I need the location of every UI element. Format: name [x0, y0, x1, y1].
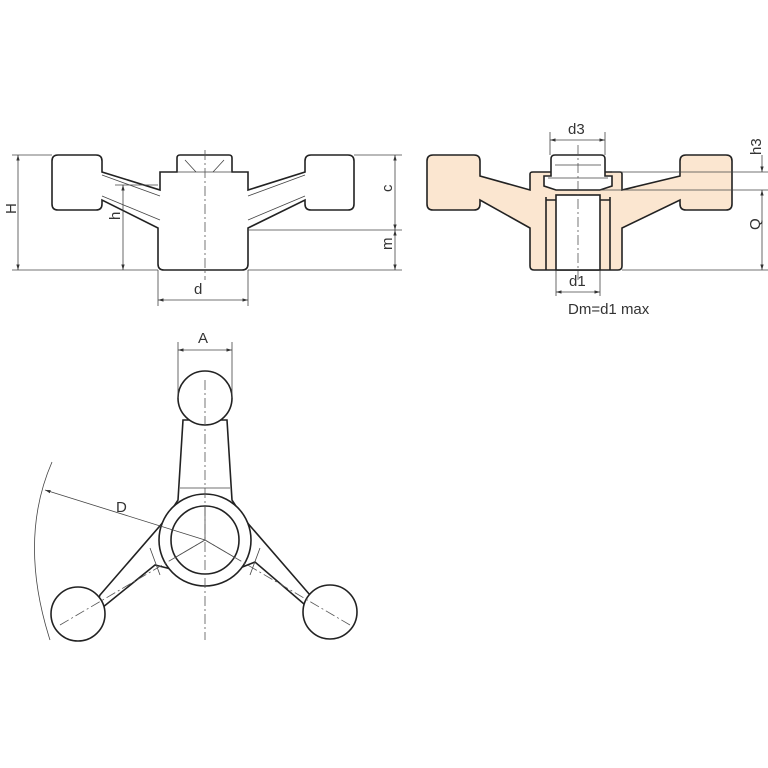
top-view: A D: [34, 330, 358, 642]
dim-label-c: c: [379, 184, 396, 192]
dim-label-d3: d3: [568, 121, 585, 138]
side-view: H h c m d: [3, 150, 402, 306]
dim-label-d1: d1: [569, 273, 586, 290]
dim-label-d: d: [194, 281, 202, 298]
section-view: d3 h3 Q d1 Dm=d1 max: [426, 121, 768, 318]
dim-label-H: H: [3, 203, 20, 214]
dim-label-h: h: [107, 212, 124, 220]
note-dm: Dm=d1 max: [568, 301, 650, 318]
dim-label-Q: Q: [747, 218, 764, 230]
dim-label-A: A: [198, 330, 208, 347]
dim-label-m: m: [379, 238, 396, 251]
dim-label-D: D: [116, 499, 127, 516]
dim-label-h3: h3: [748, 138, 765, 155]
